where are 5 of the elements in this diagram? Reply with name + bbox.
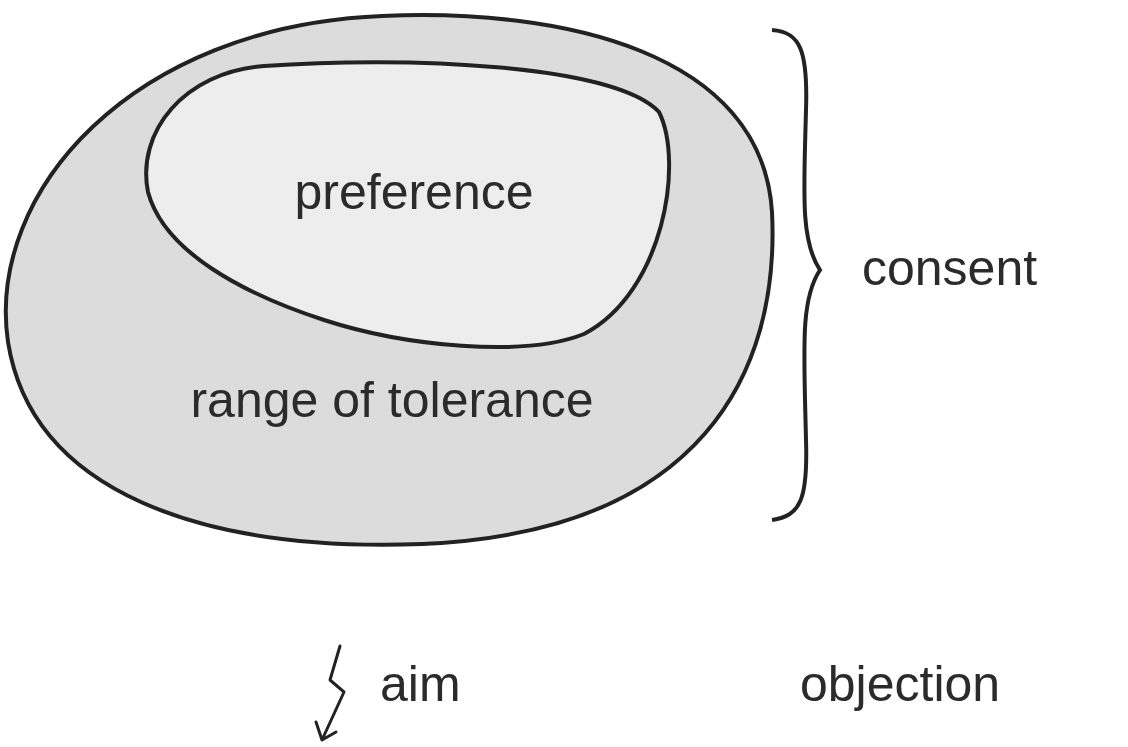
text-label: objection — [800, 656, 1001, 712]
region-label: preference — [293, 164, 535, 220]
text-label: aim — [380, 656, 461, 712]
region-label: range of tolerance — [189, 372, 595, 428]
bracket-label: consent — [862, 240, 1038, 296]
